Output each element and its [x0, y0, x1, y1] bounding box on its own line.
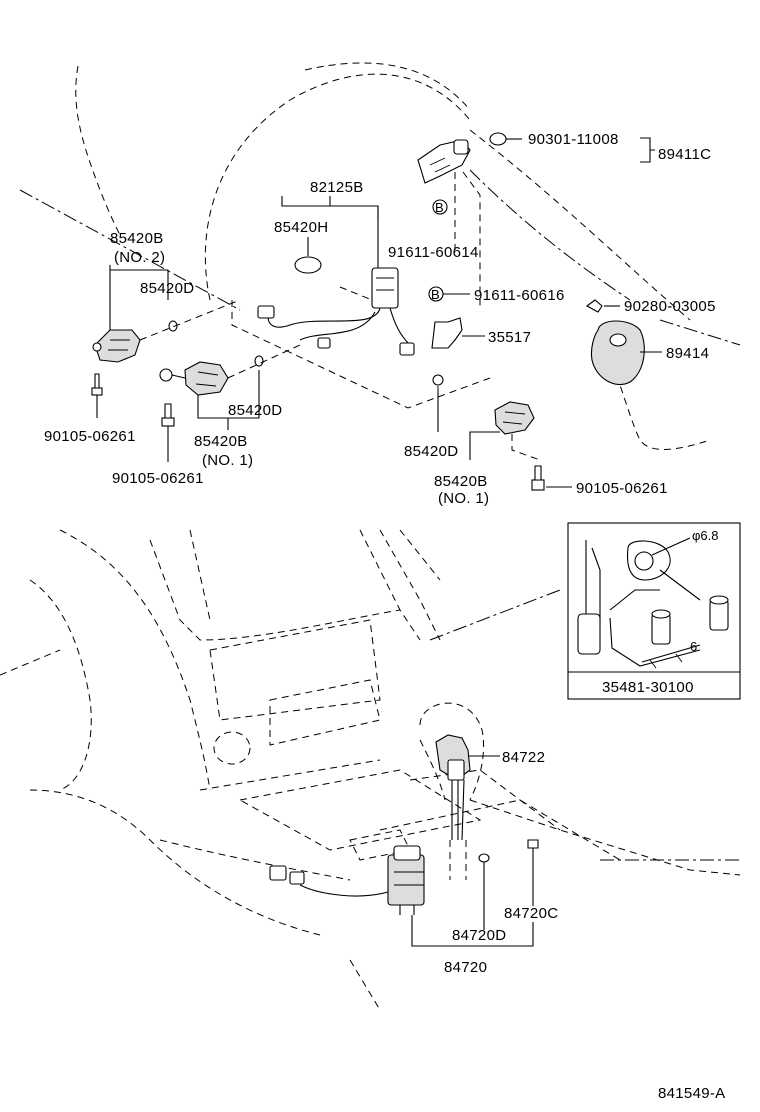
label-84720c: 84720C [504, 905, 558, 922]
label-no2: (NO. 2) [114, 249, 165, 266]
sensor-85420b-no2 [92, 329, 141, 363]
label-dim-phi: φ6.8 [692, 528, 719, 543]
switch-assembly-84720 [269, 839, 539, 947]
sensor-85420b-no1-left [159, 361, 229, 396]
label-91611-60616: 91611-60616 [474, 287, 565, 304]
diagram-id: 841549-A [658, 1085, 725, 1102]
bolt-90105-c [531, 465, 572, 491]
sensor-89411c [417, 139, 481, 310]
label-90301-11008: 90301-11008 [528, 131, 619, 148]
label-85420d-mid: 85420D [228, 402, 282, 419]
label-35517: 35517 [488, 329, 531, 346]
label-85420b-no2: 85420B [110, 230, 164, 247]
label-90105-06261-b: 90105-06261 [112, 470, 204, 487]
label-85420b-no1-right: 85420B [434, 473, 488, 490]
label-no1-right: (NO. 1) [438, 490, 489, 507]
label-82125b: 82125B [310, 179, 364, 196]
grommet-85420h [294, 256, 322, 274]
label-90105-06261-c: 90105-06261 [576, 480, 668, 497]
label-85420b-no1-left: 85420B [194, 433, 248, 450]
sensor-85420b-no1-right [494, 401, 535, 435]
label-89411c: 89411C [658, 146, 711, 163]
label-84720: 84720 [444, 959, 487, 976]
bolt-b-icon: B [432, 199, 448, 215]
bolt-90105-b [161, 403, 175, 462]
label-85420d-left: 85420D [140, 280, 194, 297]
bolt-b-icon: B [428, 286, 444, 302]
clip-90280 [585, 299, 603, 313]
label-84720d: 84720D [452, 927, 506, 944]
label-dim-6: 6 [690, 639, 697, 654]
svg-text:B: B [431, 287, 440, 302]
grommet-85420d [168, 320, 178, 332]
switch-84722 [435, 734, 500, 880]
label-no1-left: (NO. 1) [202, 452, 253, 469]
label-84722: 84722 [502, 749, 545, 766]
bolt-90105-a [91, 373, 103, 418]
wire-harness-82125b [257, 267, 415, 356]
label-35481-30100: 35481-30100 [602, 679, 694, 696]
cover-89414 [590, 320, 662, 386]
inset-detail-35481: φ6.8 6 35481-30100 [567, 522, 741, 700]
label-90105-06261-a: 90105-06261 [44, 428, 136, 445]
label-85420d-right: 85420D [404, 443, 458, 460]
grommet-85420d-mid [254, 355, 264, 367]
svg-text:B: B [435, 200, 444, 215]
bracket-35517 [431, 317, 485, 349]
label-89414: 89414 [666, 345, 709, 362]
console-outline-lower [0, 529, 741, 1011]
label-91611-60614: 91611-60614 [388, 244, 479, 261]
clip-90301 [489, 132, 507, 146]
label-90280-03005: 90280-03005 [624, 298, 716, 315]
grommet-85420d-right [432, 374, 444, 386]
label-85420h: 85420H [274, 219, 328, 236]
